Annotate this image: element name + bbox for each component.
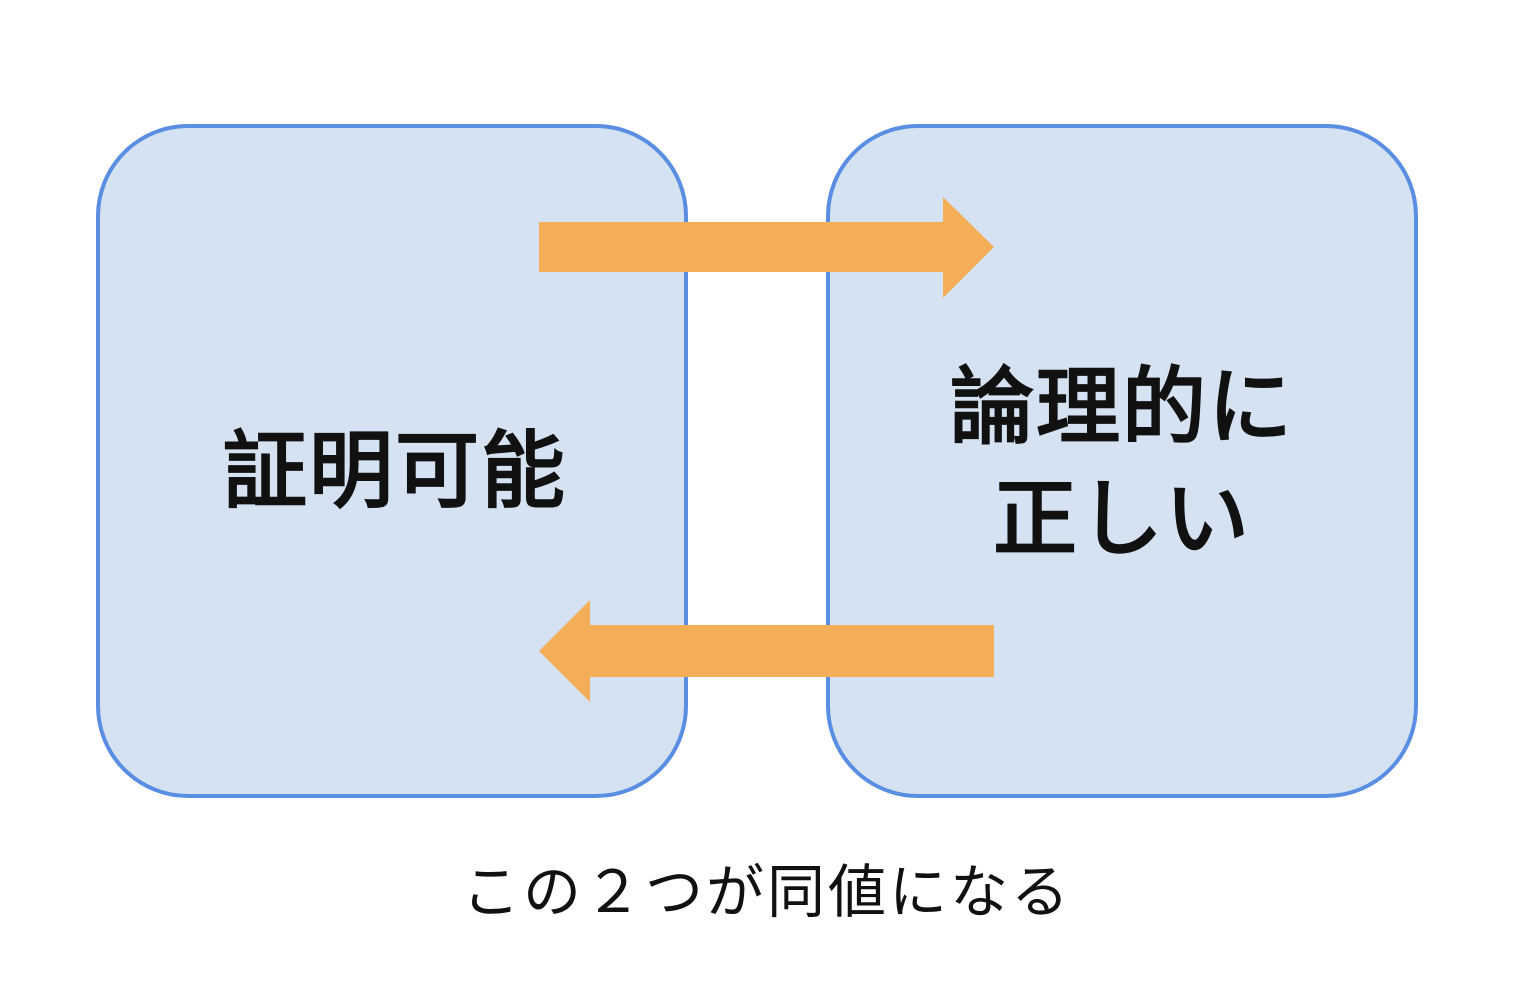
provable-label: 証明可能: [222, 422, 567, 520]
left-arrow-icon: [539, 600, 994, 702]
logically-correct-box: 論理的に 正しい: [826, 124, 1418, 798]
logically-correct-label: 論理的に 正しい: [949, 358, 1294, 568]
equivalence-caption: この２つが同値になる: [461, 858, 1072, 926]
right-arrow-icon: [539, 197, 994, 298]
